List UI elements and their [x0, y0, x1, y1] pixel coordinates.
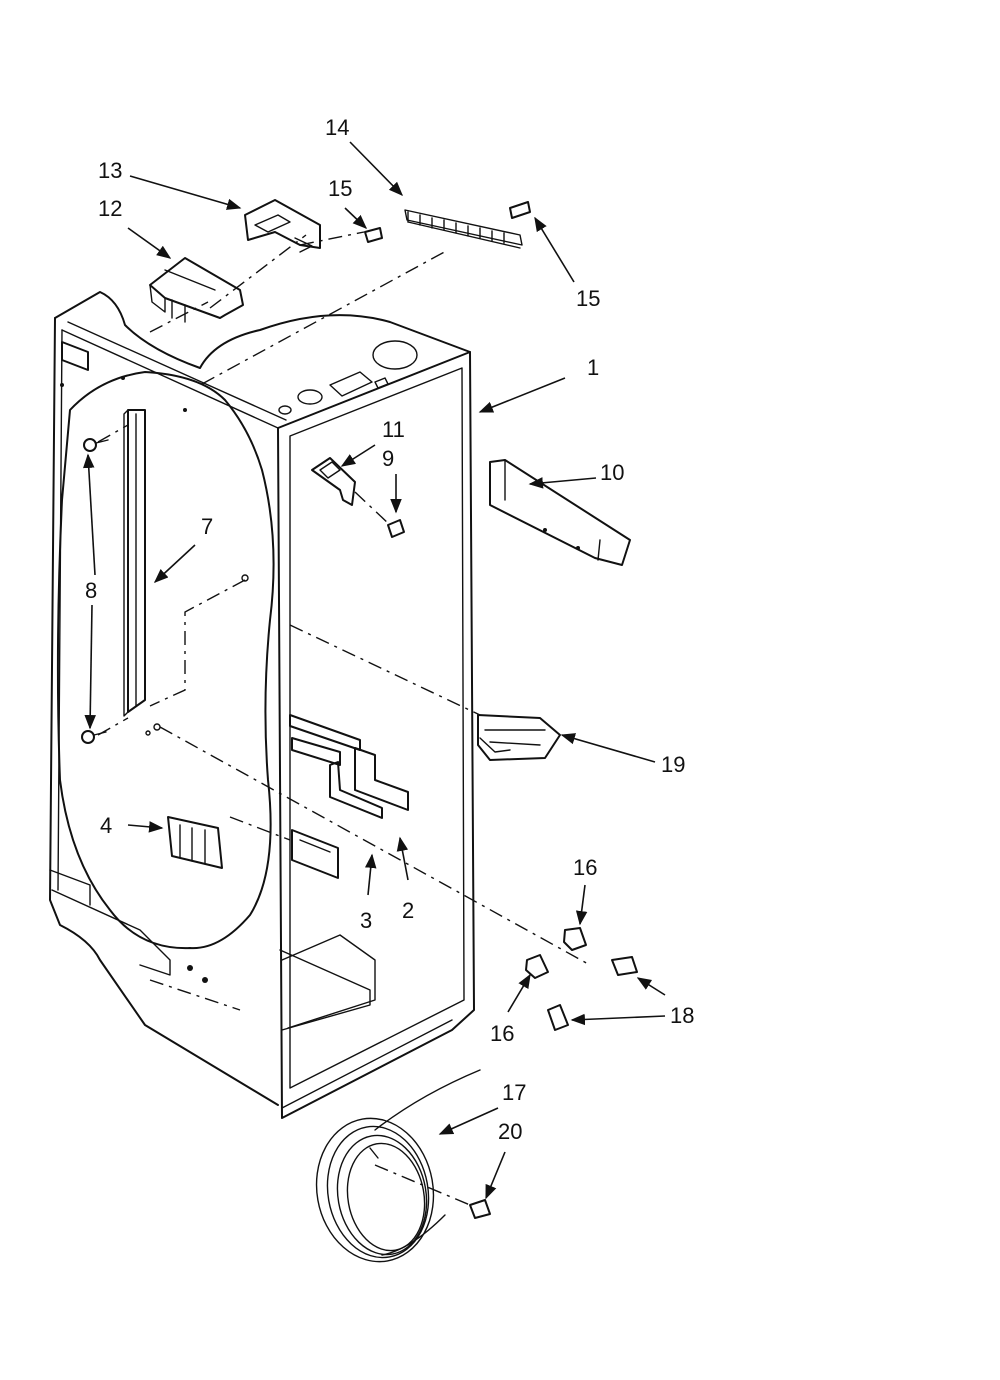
callout-15-top: 15 — [328, 176, 352, 201]
nut-icon — [525, 927, 587, 979]
callout-20: 20 — [498, 1119, 522, 1144]
callout-4: 4 — [100, 813, 112, 838]
screw-icon — [509, 201, 531, 219]
crisper-guides — [289, 714, 361, 879]
trim-strip — [404, 209, 523, 249]
callout-leaders — [83, 141, 666, 1200]
water-tube-coil — [315, 1069, 481, 1263]
callout-8: 8 — [85, 578, 97, 603]
control-housing — [149, 257, 244, 323]
shelf-ladder-rail — [123, 409, 146, 717]
screw-icon — [387, 519, 405, 538]
callout-9: 9 — [382, 446, 394, 471]
callout-16-bottom: 16 — [490, 1021, 514, 1046]
callout-11: 11 — [382, 417, 405, 442]
callout-labels: 1 2 3 4 7 8 9 10 11 12 13 14 15 15 16 16… — [85, 115, 694, 1144]
callout-2: 2 — [402, 898, 414, 923]
callout-13: 13 — [98, 158, 122, 183]
callout-18: 18 — [670, 1003, 694, 1028]
screw-icon — [364, 227, 383, 243]
control-bracket — [244, 199, 321, 253]
damper-housing — [477, 714, 561, 761]
callout-1: 1 — [587, 355, 599, 380]
breaker-trim — [489, 459, 631, 566]
glide-brackets — [329, 747, 409, 819]
screw-icon — [547, 956, 638, 1031]
callout-17: 17 — [502, 1080, 526, 1105]
shelf-stop — [167, 816, 223, 869]
callout-3: 3 — [360, 908, 372, 933]
callout-16-top: 16 — [573, 855, 597, 880]
callout-10: 10 — [600, 460, 624, 485]
callout-7: 7 — [201, 514, 213, 539]
callout-14: 14 — [325, 115, 349, 140]
callout-15-right: 15 — [576, 286, 600, 311]
screw-icon — [469, 1199, 491, 1219]
hinge-bracket — [311, 457, 356, 506]
assembly-lines — [97, 231, 591, 1206]
callout-12: 12 — [98, 196, 122, 221]
cabinet-liner — [49, 291, 475, 1119]
callout-19: 19 — [661, 752, 685, 777]
screw-icon — [81, 438, 109, 744]
